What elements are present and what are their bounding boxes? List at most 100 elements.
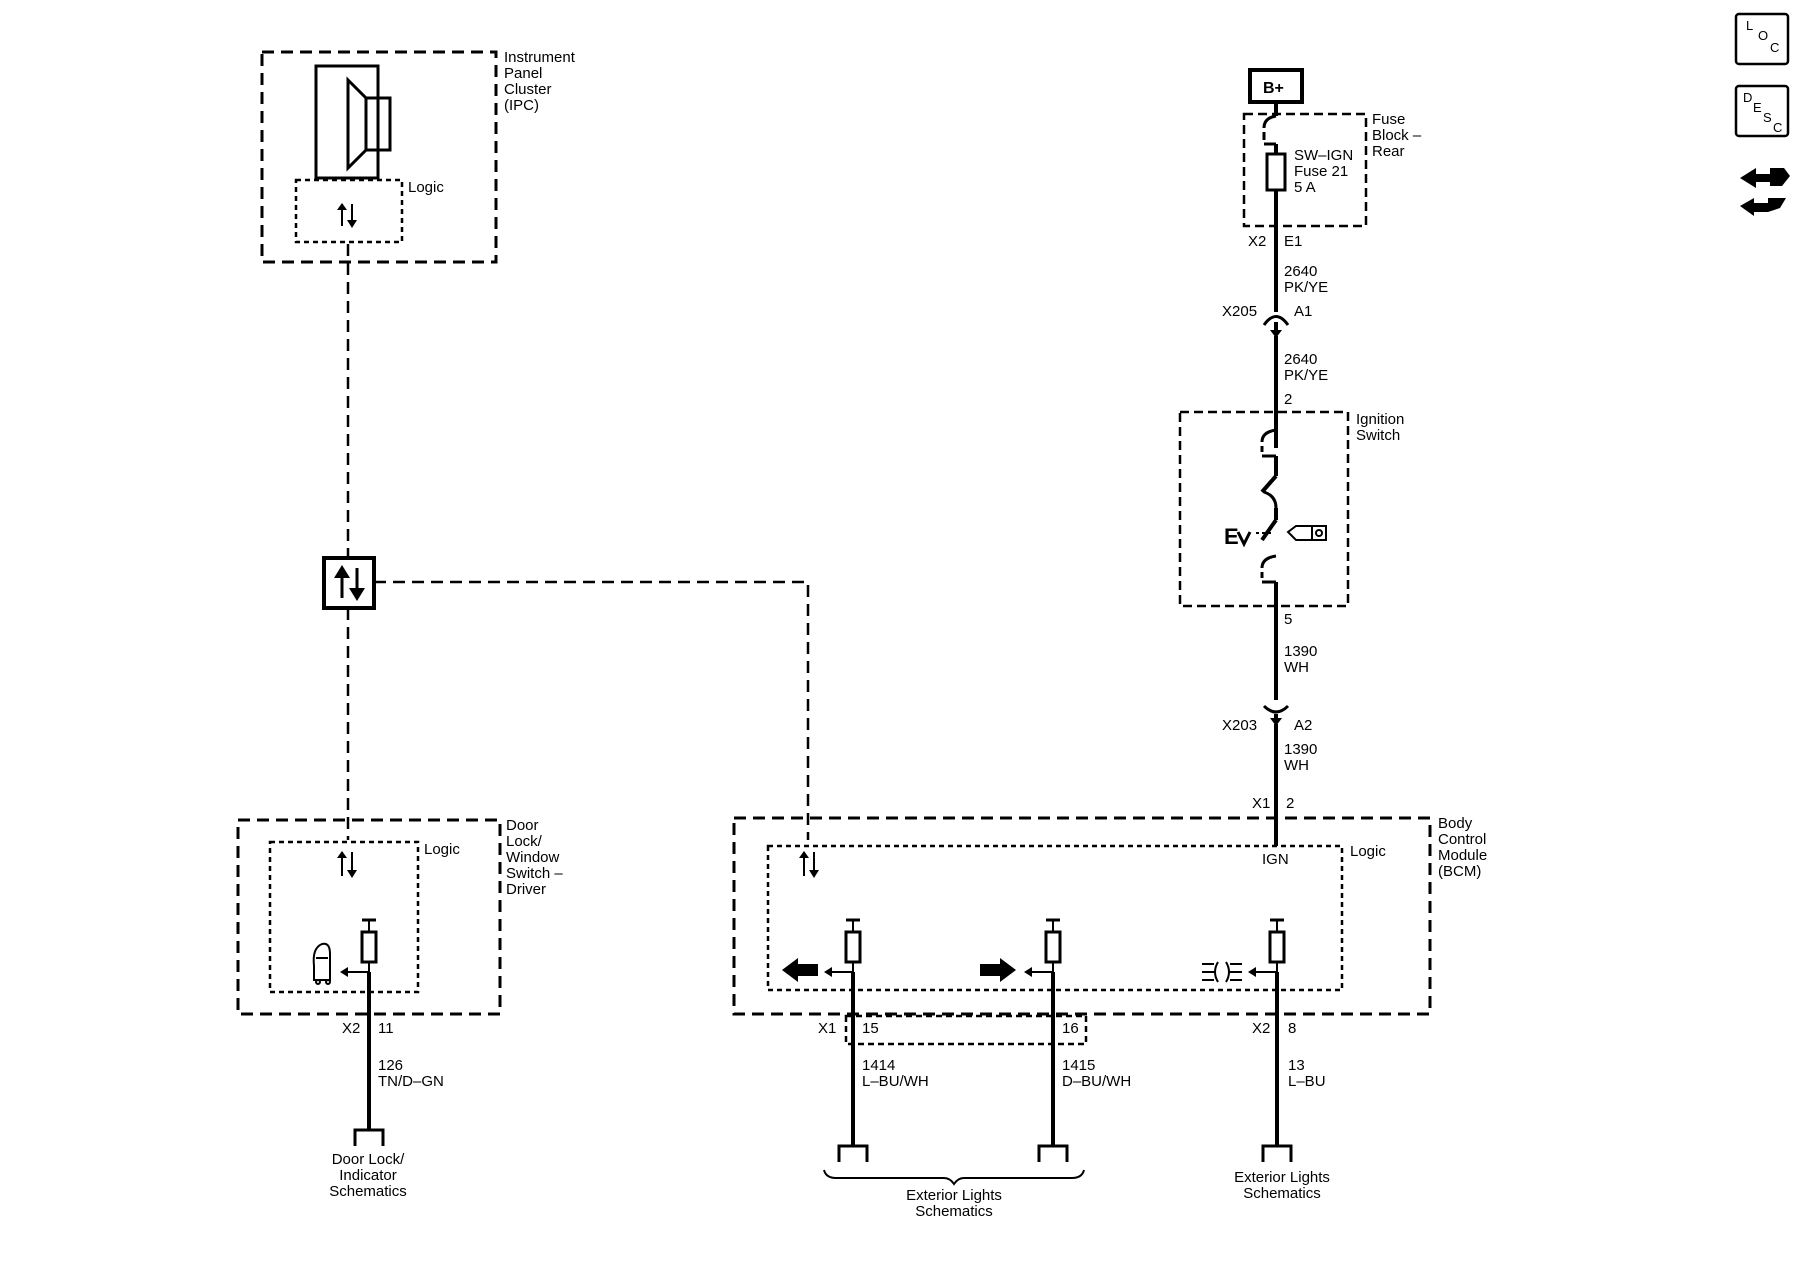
- serial-data-splice-icon: [322, 556, 376, 610]
- ignition-switch-label-2: Switch: [1356, 427, 1400, 444]
- bcm-out-right-pin: 8: [1288, 1020, 1296, 1037]
- door-lock-window-switch: Door Lock/ Window Switch – Driver Logic: [236, 817, 563, 1016]
- ignition-switch-pin-out: 5: [1284, 611, 1292, 628]
- wire-1415-circuit: 1415: [1062, 1057, 1095, 1074]
- door-serial-arrows-icon: [337, 851, 357, 878]
- ipc-label-3: Cluster: [504, 81, 552, 98]
- bcm-label-2: Control: [1438, 831, 1486, 848]
- ignition-switch-label-1: Ignition: [1356, 411, 1404, 428]
- bcm-label-1: Body: [1438, 815, 1473, 832]
- door-lock-ref-2: Indicator: [339, 1167, 397, 1184]
- x205-label: X205: [1222, 303, 1257, 320]
- bcm-out-left-pin: 15: [862, 1020, 879, 1037]
- ipc-label-1: Instrument: [504, 49, 576, 66]
- ignition-switch: Ignition Switch E: [1178, 410, 1404, 608]
- bcm-out-right-connector: X2: [1252, 1020, 1270, 1037]
- door-switch-pin: 11: [378, 1020, 394, 1037]
- fuse-label-1: SW–IGN: [1294, 147, 1353, 164]
- bcm-label-3: Module: [1438, 847, 1487, 864]
- svg-text:E: E: [1753, 100, 1762, 115]
- ext-lights-pair-ref-2: Schematics: [915, 1203, 993, 1220]
- bcm-output-right-turn: [980, 918, 1062, 982]
- bcm-out-mid-pin: 16: [1062, 1020, 1079, 1037]
- right-turn-arrow-icon: [980, 958, 1016, 982]
- x203-pin: A2: [1294, 717, 1312, 734]
- ext-lights-right-ref-2: Schematics: [1243, 1185, 1321, 1202]
- door-switch-label-4: Switch –: [506, 865, 563, 882]
- door-ajar-icon: [312, 942, 331, 985]
- door-switch-connector: X2: [342, 1020, 360, 1037]
- parking-lamp-icon: [1202, 961, 1242, 983]
- bcm-x1-connector: X1: [1252, 795, 1270, 812]
- chime-icon: [314, 64, 392, 180]
- ipc-label-4: (IPC): [504, 97, 539, 114]
- ignition-ev-symbol: E: [1224, 524, 1239, 549]
- terminal-ext-lights-left: [837, 1144, 869, 1162]
- battery-label: B+: [1263, 80, 1284, 97]
- wire-13-circuit: 13: [1288, 1057, 1305, 1074]
- door-switch-label-5: Driver: [506, 881, 546, 898]
- wire-2640-circuit-mid: 2640: [1284, 351, 1317, 368]
- x203-label: X203: [1222, 717, 1257, 734]
- ext-lights-brace: [823, 1169, 1085, 1186]
- ipc-logic-label: Logic: [408, 179, 444, 196]
- terminal-ext-lights-right: [1261, 1144, 1293, 1162]
- serial-data-lines: [346, 244, 810, 840]
- wire-1415-color: D–BU/WH: [1062, 1073, 1131, 1090]
- wire-1390-circuit-a: 1390: [1284, 643, 1317, 660]
- left-turn-arrow-icon: [782, 958, 818, 982]
- fuse-block-pin: E1: [1284, 233, 1302, 250]
- wire-13-color: L–BU: [1288, 1073, 1326, 1090]
- door-switch-logic-label: Logic: [424, 841, 460, 858]
- door-lock-ref-1: Door Lock/: [332, 1151, 405, 1168]
- door-switch-label-3: Window: [506, 849, 560, 866]
- loc-button[interactable]: L O C: [1734, 12, 1790, 66]
- svg-text:C: C: [1773, 120, 1782, 135]
- wire-2640-color-upper: PK/YE: [1284, 279, 1328, 296]
- wire-1390-color-a: WH: [1284, 659, 1309, 676]
- wire-1414-circuit: 1414: [862, 1057, 895, 1074]
- wire-2640-circuit-upper: 2640: [1284, 263, 1317, 280]
- wire-126-circuit: 126: [378, 1057, 403, 1074]
- fuse-block-label-2: Block –: [1372, 127, 1422, 144]
- wire-2640-color-mid: PK/YE: [1284, 367, 1328, 384]
- x205-connector: [1262, 315, 1290, 338]
- connector-icon[interactable]: [1740, 168, 1790, 216]
- bcm-logic-label: Logic: [1350, 843, 1386, 860]
- svg-text:S: S: [1763, 110, 1772, 125]
- terminal-ext-lights-mid: [1037, 1144, 1069, 1162]
- bcm-module: Body Control Module (BCM) Logic IGN: [732, 815, 1487, 1016]
- svg-text:C: C: [1770, 40, 1779, 55]
- fuse-block-rear: Fuse Block – Rear SW–IGN Fuse 21 5 A: [1242, 111, 1422, 228]
- bcm-output-lamp: [1202, 918, 1286, 983]
- svg-text:O: O: [1758, 28, 1768, 43]
- door-switch-label-2: Lock/: [506, 833, 543, 850]
- x205-pin: A1: [1294, 303, 1312, 320]
- wire-126-color: TN/D–GN: [378, 1073, 444, 1090]
- bcm-x1-pin: 2: [1286, 795, 1294, 812]
- wire-1390-circuit-b: 1390: [1284, 741, 1317, 758]
- svg-text:L: L: [1746, 18, 1753, 33]
- bcm-ign-label: IGN: [1262, 851, 1289, 868]
- fuse-block-connector: X2: [1248, 233, 1266, 250]
- desc-button[interactable]: D E S C: [1734, 84, 1790, 138]
- ignition-switch-pin-in: 2: [1284, 391, 1292, 408]
- door-switch-label-1: Door: [506, 817, 539, 834]
- fuse-block-label-3: Rear: [1372, 143, 1405, 160]
- door-lock-ref-3: Schematics: [329, 1183, 407, 1200]
- ipc-serial-arrows-icon: [337, 203, 357, 228]
- wire-1390-color-b: WH: [1284, 757, 1309, 774]
- ext-lights-pair-ref-1: Exterior Lights: [906, 1187, 1002, 1204]
- svg-text:D: D: [1743, 90, 1752, 105]
- fuse-block-label-1: Fuse: [1372, 111, 1405, 128]
- key-icon: [1286, 525, 1327, 541]
- bcm-output-left-turn: [782, 918, 862, 982]
- ipc-label-2: Panel: [504, 65, 542, 82]
- ipc-module: Instrument Panel Cluster (IPC) Logic: [260, 49, 576, 264]
- wire-1414-color: L–BU/WH: [862, 1073, 929, 1090]
- bcm-out-left-connector: X1: [818, 1020, 836, 1037]
- fuse-21: [1265, 152, 1287, 192]
- x203-connector: [1262, 704, 1290, 726]
- fuse-label-3: 5 A: [1294, 179, 1316, 196]
